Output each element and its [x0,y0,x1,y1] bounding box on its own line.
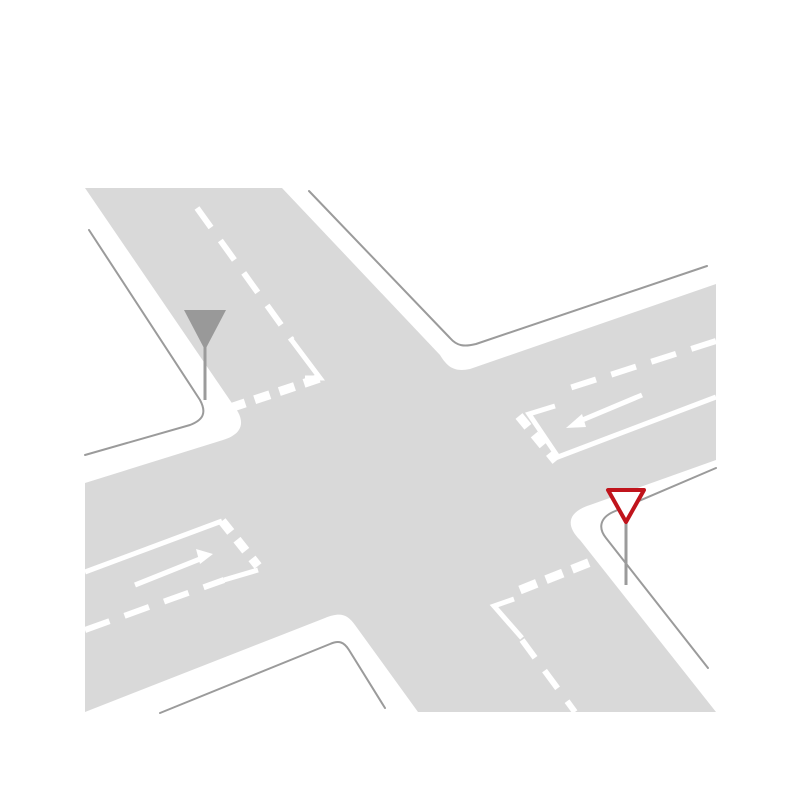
west-approach-markings [83,518,262,633]
south-approach-markings [489,554,600,714]
curb-northeast [308,190,708,347]
lane-divider-dashed-west [83,577,226,633]
curb-northwest [84,229,205,456]
give-way-line-south [518,554,600,595]
direction-arrow-west-head [196,549,213,564]
give-way-line-west [218,518,262,569]
curb-lines [84,190,717,714]
give-way-line-east [515,413,560,464]
yield-triangle-icon [606,488,646,524]
yield-sign-back [184,310,226,400]
lane-edge-west-bottom [223,567,259,583]
inverted-triangle-icon [184,310,226,350]
yield-sign [606,488,646,585]
give-way-line-north [228,373,322,413]
lane-edge-east [525,394,717,461]
curb-southwest [159,641,386,714]
curb-southeast [600,467,717,669]
road-surface [85,188,716,712]
lane-divider-dashed-south [519,638,578,714]
direction-arrow-west-shaft [134,556,201,588]
lane-edge-south [489,596,524,640]
east-approach-markings [515,338,717,464]
north-approach-markings [194,206,325,413]
direction-arrow-east-head [566,414,586,428]
direction-arrow-east-shaft [579,392,643,424]
lane-divider-dashed-north [194,206,295,342]
lane-divider-dashed-east [556,338,717,395]
lane-edge-west-top [84,518,223,575]
